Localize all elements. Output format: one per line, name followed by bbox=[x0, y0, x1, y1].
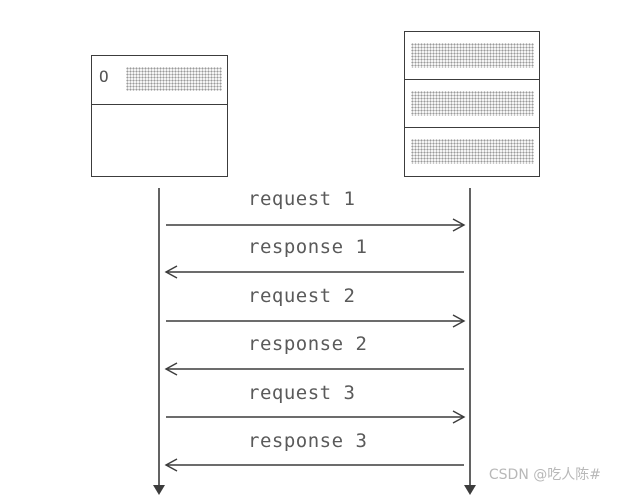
server-row-3 bbox=[405, 128, 539, 176]
server-row-1-placeholder bbox=[411, 43, 534, 68]
client-mark: O bbox=[99, 67, 109, 86]
message-arrow-5 bbox=[166, 410, 466, 424]
server-row-2-placeholder bbox=[411, 91, 534, 116]
message-arrow-4 bbox=[164, 362, 464, 376]
client-lifeline-arrowhead bbox=[153, 485, 165, 495]
message-arrows bbox=[164, 218, 466, 472]
message-label-6: response 3 bbox=[248, 430, 368, 452]
message-arrow-2 bbox=[164, 265, 464, 279]
server-lifeline-arrowhead bbox=[464, 485, 476, 495]
message-label-3: request 2 bbox=[248, 285, 356, 307]
message-arrowhead-1 bbox=[452, 218, 466, 232]
message-label-5: request 3 bbox=[248, 382, 356, 404]
server-row-1 bbox=[405, 32, 539, 80]
message-label-2: response 1 bbox=[248, 236, 368, 258]
message-arrow-3 bbox=[166, 314, 466, 328]
client-placeholder-text bbox=[126, 67, 222, 91]
message-arrowhead-3 bbox=[452, 314, 466, 328]
server-box bbox=[404, 31, 540, 177]
watermark: CSDN @吃人陈# bbox=[488, 467, 601, 483]
message-label-1: request 1 bbox=[248, 188, 356, 210]
client-header: O bbox=[92, 56, 227, 105]
message-arrowhead-6 bbox=[164, 458, 178, 472]
message-arrow-1 bbox=[166, 218, 466, 232]
client-box: O bbox=[91, 55, 228, 177]
message-arrowhead-5 bbox=[452, 410, 466, 424]
message-arrow-6 bbox=[164, 458, 464, 472]
server-row-2 bbox=[405, 80, 539, 128]
server-row-3-placeholder bbox=[411, 139, 534, 164]
message-arrowhead-4 bbox=[164, 362, 178, 376]
message-arrowhead-2 bbox=[164, 265, 178, 279]
message-label-4: response 2 bbox=[248, 333, 368, 355]
